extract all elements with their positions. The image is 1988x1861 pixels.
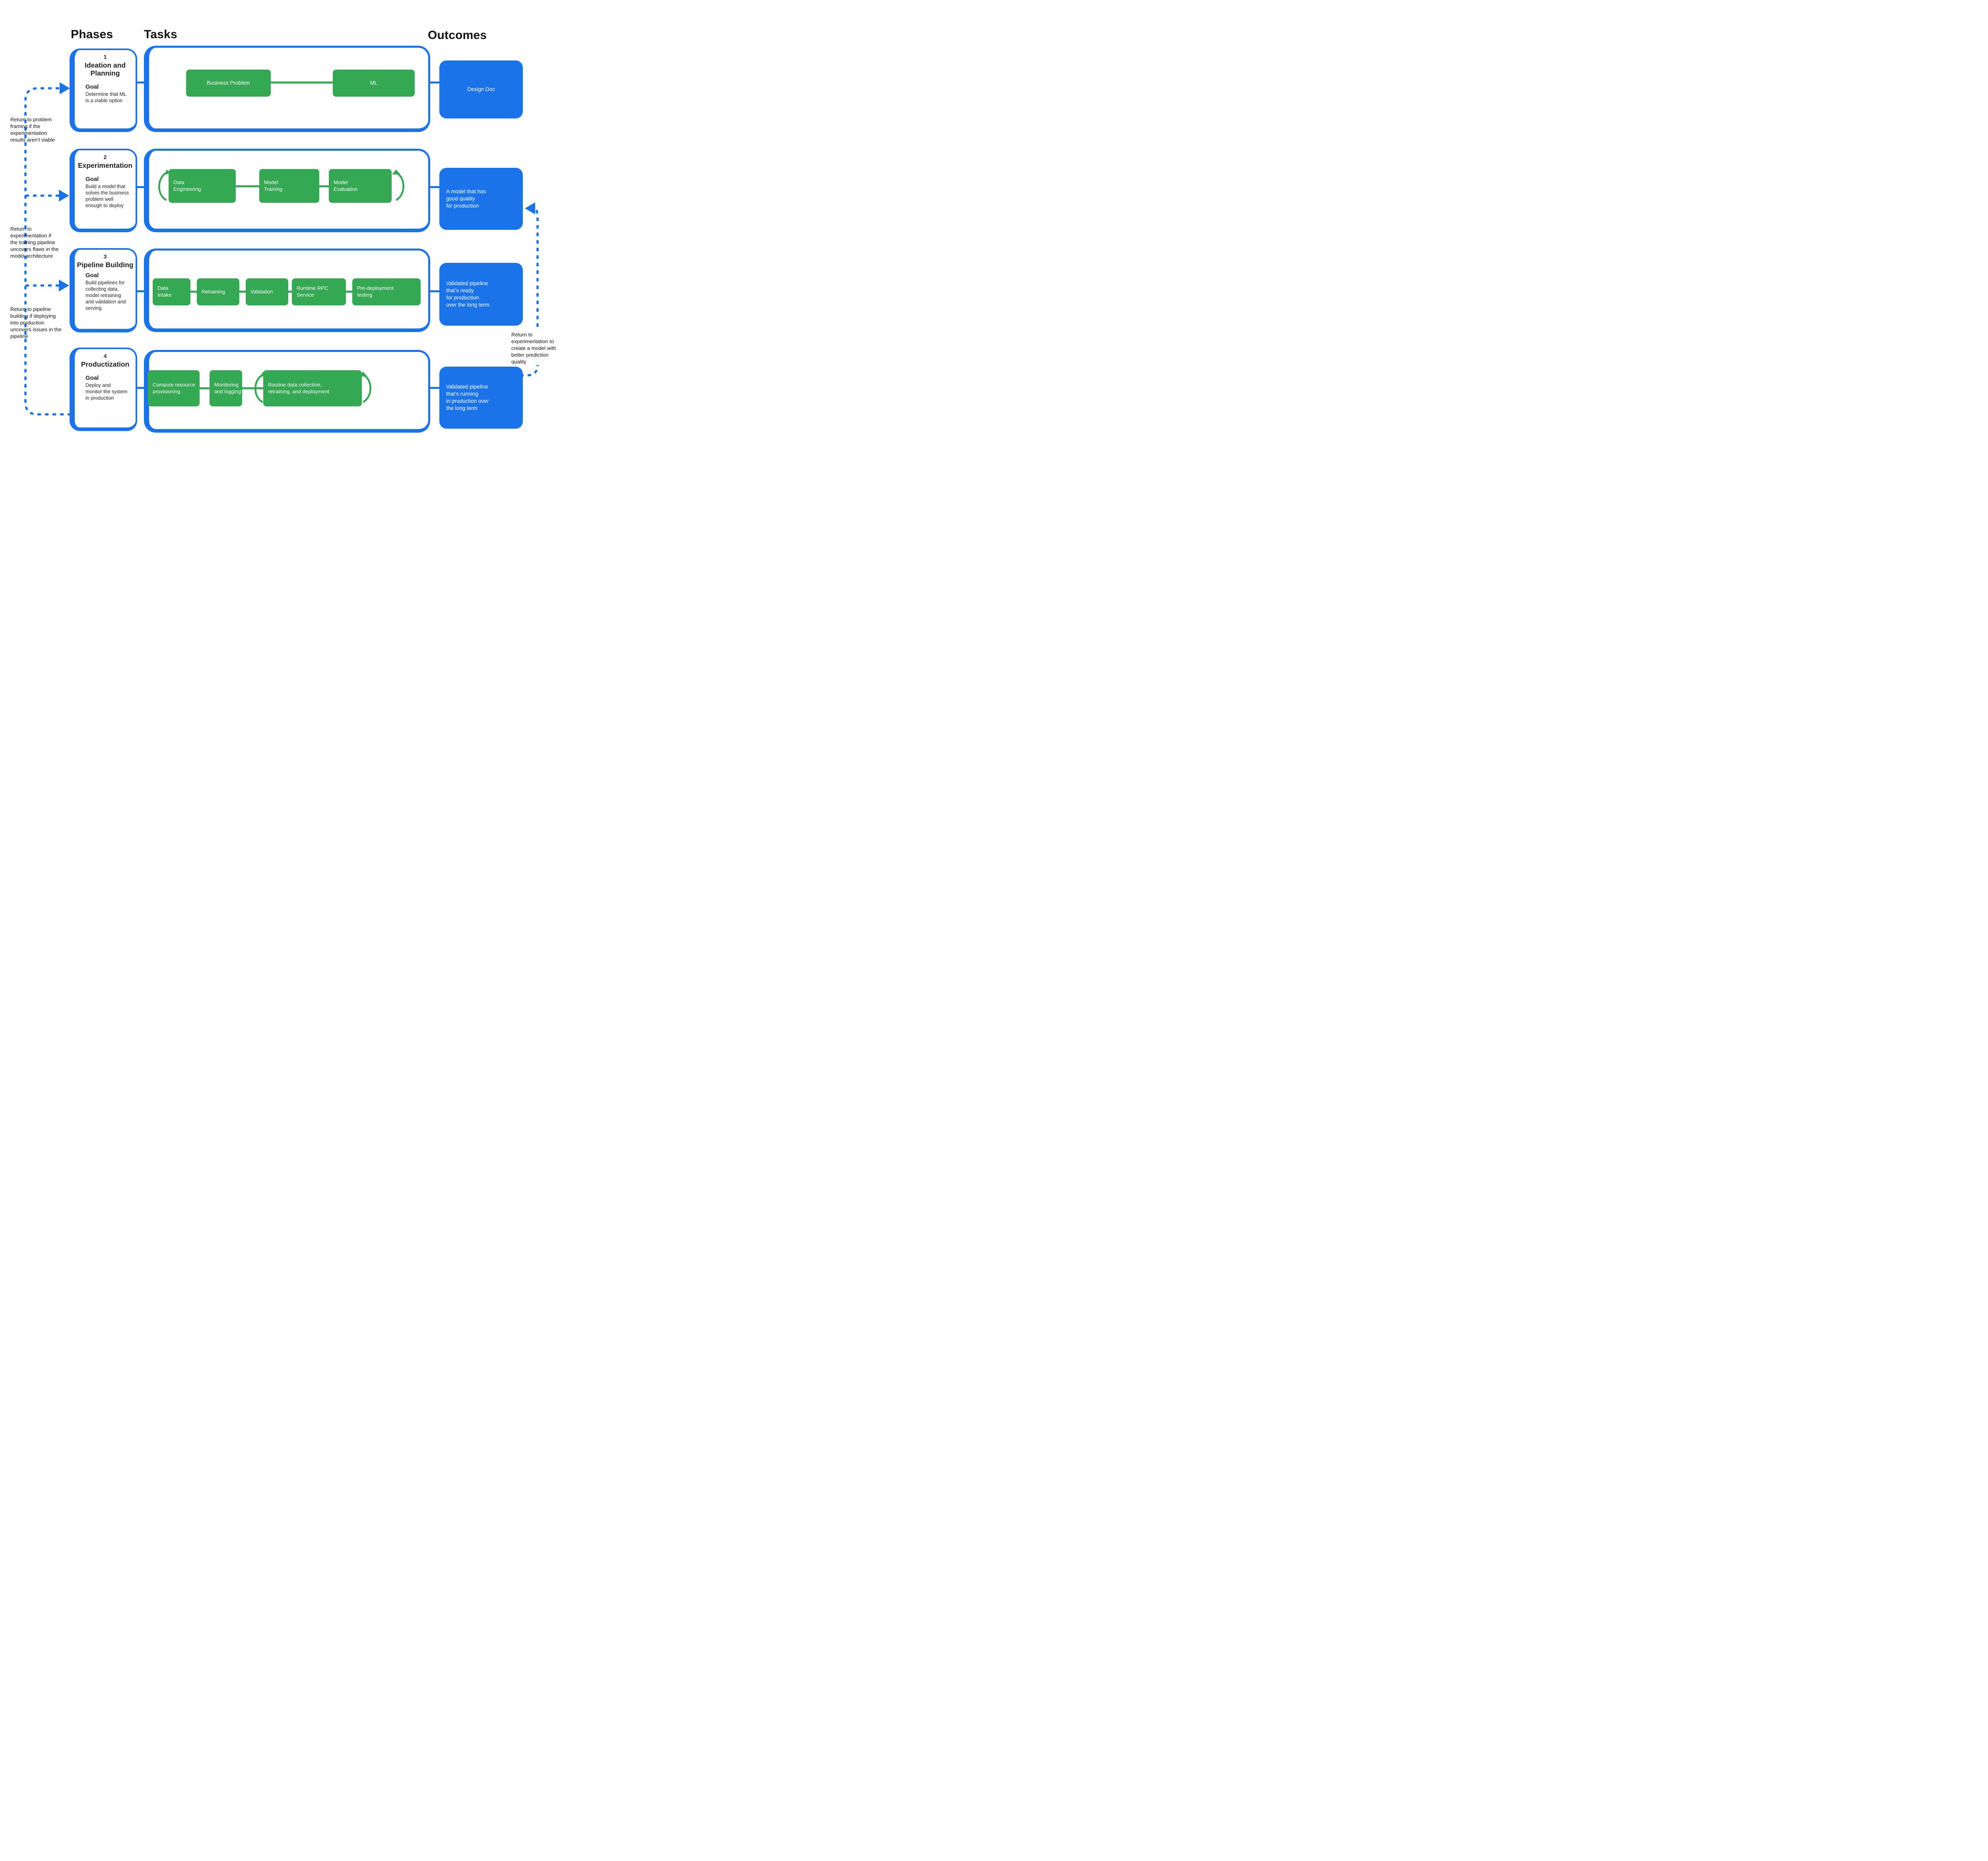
phase-title: Pipeline Building [77, 261, 134, 269]
left-return-path [24, 87, 71, 416]
arrowhead-into-outcome-2 [525, 202, 535, 214]
connector-phase3-tasks [137, 290, 144, 292]
goal-label: Goal [85, 375, 99, 382]
phase-box-pipeline-building: 3 Pipeline Building Goal Build pipelines… [70, 248, 137, 332]
outcome-text: Design Doc [467, 86, 495, 92]
return-path-arrows [24, 82, 539, 416]
loop-arrow-right-icon [359, 371, 371, 403]
phase-box-experimentation: 2 Experimentation Goal Build a model tha… [70, 149, 137, 232]
connector-val-rpc [287, 291, 292, 293]
column-header-tasks: Tasks [144, 28, 177, 41]
task-predeployment-testing: Pre-deployment testing [352, 278, 421, 305]
phase-number: 4 [103, 353, 107, 359]
task-data-engineering: Data Engineering [169, 169, 236, 203]
task-compute-resource-provisioning: Compute resource provisioning [148, 370, 200, 406]
arrowhead-into-phase-1 [60, 82, 70, 94]
task-validation: Validation [246, 278, 288, 305]
connector-tasks1-outcome [430, 82, 439, 84]
connector-mt-me [318, 185, 329, 187]
outcome-validated-pipeline-running: Validated pipeline that’s running in pro… [439, 367, 523, 429]
loop-arrow-right-icon [392, 169, 404, 201]
outcome-text: Validated pipeline that’s running in pro… [446, 383, 489, 412]
phase-title: Productization [81, 360, 130, 368]
phase-title: Ideation and Planning [84, 61, 126, 78]
task-model-evaluation: Model Evaluation [329, 169, 392, 203]
goal-label: Goal [85, 272, 99, 279]
connector-rt-val [239, 291, 246, 293]
connector-mon-routine [241, 387, 263, 389]
outcome-text: A model that has good quality for produc… [446, 188, 486, 209]
phase-goal: Goal Build pipelines for collecting data… [75, 272, 136, 311]
connector-di-rt [190, 291, 197, 293]
arrowhead-into-phase-3 [59, 280, 69, 291]
goal-label: Goal [85, 84, 99, 91]
task-business-problem: Business Problem [186, 70, 271, 97]
task-data-intake: Data Intake [153, 278, 190, 305]
phase-number: 3 [103, 253, 107, 260]
phase-box-ideation: 1 Ideation and Planning Goal Determine t… [70, 49, 137, 132]
connector-crp-mon [199, 387, 210, 389]
arrowhead-into-phase-2 [59, 190, 69, 202]
outcome-validated-pipeline-ready: Validated pipeline that’s ready for prod… [439, 263, 523, 326]
note-return-experimentation: Return to experimentation if the trainin… [10, 226, 59, 259]
connector-businessproblem-ml [270, 82, 334, 84]
phase-goal: Goal Deploy and monitor the system in pr… [75, 375, 136, 401]
task-runtime-rpc-service: Runtime RPC Service [292, 278, 346, 305]
phase-title: Experimentation [78, 161, 133, 169]
goal-text: Determine that ML is a viable option [85, 91, 126, 104]
phase-goal: Goal Determine that ML is a viable optio… [75, 84, 136, 104]
connector-de-mt [235, 185, 259, 187]
connector-tasks3-outcome [430, 290, 439, 292]
connector-rpc-pdt [345, 291, 352, 293]
connector-tasks2-outcome [430, 186, 439, 188]
goal-label: Goal [85, 176, 99, 183]
task-ml: ML [333, 70, 415, 97]
loop-arrow-left-icon [158, 169, 170, 201]
note-return-better-prediction: Return to experimentation to create a mo… [511, 332, 563, 365]
outcome-text: Validated pipeline that’s ready for prod… [446, 280, 489, 308]
goal-text: Deploy and monitor the system in product… [85, 383, 128, 401]
phase-box-productization: 4 Productization Goal Deploy and monitor… [70, 348, 137, 431]
column-header-outcomes: Outcomes [428, 29, 487, 42]
goal-text: Build a model that solves the business p… [85, 184, 129, 209]
phase-goal: Goal Build a model that solves the busin… [75, 176, 136, 209]
outcome-design-doc: Design Doc [439, 60, 523, 118]
note-return-pipeline-building: Return to pipeline building if deploying… [10, 306, 62, 339]
outcome-good-quality-model: A model that has good quality for produc… [439, 168, 523, 230]
connector-tasks4-outcome [430, 387, 439, 389]
column-header-phases: Phases [71, 28, 113, 41]
connector-phase1-tasks [137, 82, 144, 84]
right-return-path-upper [534, 207, 539, 327]
task-routine-collection-retraining-deployment: Routine data collection, retraining, and… [263, 370, 362, 406]
connector-phase2-tasks [137, 186, 144, 188]
task-monitoring-logging: Monitoring and logging [210, 370, 242, 406]
ml-workflow-diagram: Phases Tasks Outcomes 1 Ideation and Pla… [0, 0, 564, 465]
task-retraining: Retraining [197, 278, 239, 305]
phase-number: 2 [103, 154, 107, 160]
goal-text: Build pipelines for collecting data, mod… [85, 280, 126, 311]
phase-number: 1 [103, 54, 107, 60]
task-model-training: Model Training [259, 169, 319, 203]
connector-phase4-tasks [137, 387, 144, 389]
note-return-problem-framing: Return to problem framing if the experim… [10, 117, 55, 143]
